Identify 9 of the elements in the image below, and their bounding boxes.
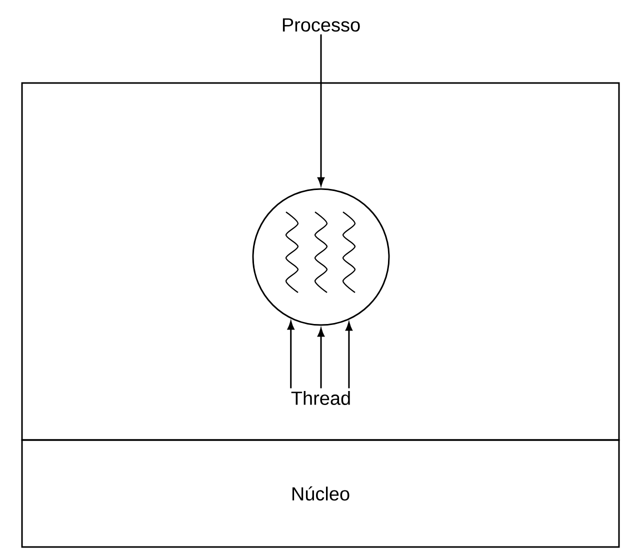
process-circle <box>252 188 390 326</box>
region-box <box>21 82 620 441</box>
kernel-box: Núcleo <box>21 439 620 548</box>
arrow <box>346 322 352 388</box>
arrow <box>318 328 324 388</box>
node-label: Processo <box>282 18 360 32</box>
node-label: Thread <box>291 391 350 405</box>
arrow <box>287 321 294 388</box>
arrow <box>318 34 324 186</box>
